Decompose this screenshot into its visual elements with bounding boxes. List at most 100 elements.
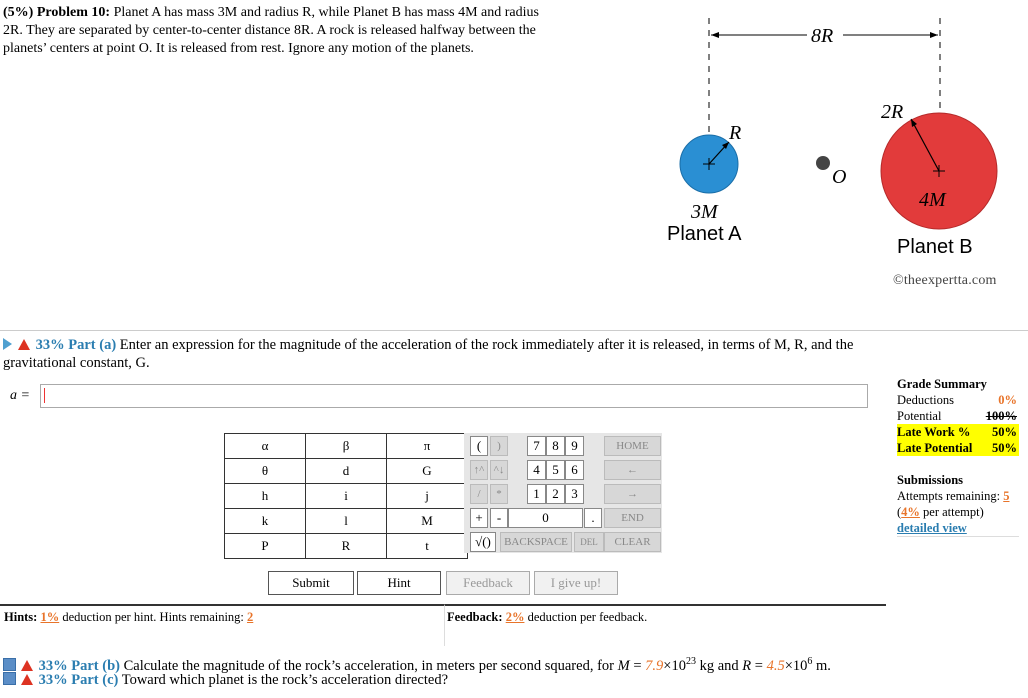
warning-icon (18, 339, 30, 350)
key-3[interactable]: 3 (565, 484, 584, 504)
part-a-prompt: 33% Part (a) Enter an expression for the… (3, 336, 1003, 372)
late-potential-label: Late Potential (897, 441, 973, 455)
key-8[interactable]: 8 (546, 436, 565, 456)
key-6[interactable]: 6 (565, 460, 584, 480)
problem-line-1: Planet A has mass 3M and radius R, while… (113, 5, 539, 20)
answer-input[interactable] (40, 384, 868, 408)
r-value: 4.5 (766, 657, 785, 674)
key-left-arrow[interactable]: ← (604, 460, 661, 480)
key-end[interactable]: END (604, 508, 661, 528)
submit-button[interactable]: Submit (268, 571, 354, 595)
deductions-value: 0% (998, 393, 1017, 407)
part-b-percent: 33% Part (b) (38, 657, 120, 674)
part-a-text-2: gravitational constant, G. (3, 355, 150, 371)
key-close-paren[interactable]: ) (490, 436, 508, 456)
key-M[interactable]: M (386, 508, 468, 534)
key-caret[interactable]: ^↓ (490, 460, 508, 480)
key-pi[interactable]: π (386, 433, 468, 459)
hints-bar: Hints: 1% deduction per hint. Hints rema… (0, 604, 444, 646)
part-b-prompt[interactable]: 33% Part (b) Calculate the magnitude of … (3, 653, 831, 675)
key-plus[interactable]: + (470, 508, 488, 528)
potential-value: 100% (985, 409, 1017, 423)
key-alpha[interactable]: α (224, 433, 306, 459)
key-backspace[interactable]: BACKSPACE (500, 532, 572, 552)
expand-box-icon[interactable] (3, 657, 16, 671)
part-a-percent: 33% Part (a) (35, 337, 117, 353)
problem-line-3: planets’ centers at point O. It is relea… (3, 41, 474, 56)
answer-label: a = (10, 388, 30, 403)
problem-statement: (5%) Problem 10: Planet A has mass 3M an… (3, 4, 643, 58)
part-c-prompt[interactable]: 33% Part (c) Toward which planet is the … (3, 671, 448, 689)
key-open-paren[interactable]: ( (470, 436, 488, 456)
attempts-value: 5 (1003, 489, 1010, 503)
key-0[interactable]: 0 (508, 508, 583, 528)
key-j[interactable]: j (386, 483, 468, 509)
key-minus[interactable]: - (490, 508, 508, 528)
per-attempt-row: (4% per attempt) (897, 505, 984, 519)
deductions-label: Deductions (897, 393, 954, 407)
key-multiply[interactable]: * (490, 484, 508, 504)
r-exponent: 6 (807, 656, 813, 667)
key-k[interactable]: k (224, 508, 306, 534)
key-del[interactable]: DEL (574, 532, 604, 552)
planets-diagram: 8R R 3M Planet A O 2R 4M Planet B (667, 18, 998, 258)
variable-keypad: α β π θ d G h i j k l M P R t (224, 433, 468, 559)
key-divide[interactable]: / (470, 484, 488, 504)
key-7[interactable]: 7 (527, 436, 546, 456)
key-l[interactable]: l (305, 508, 387, 534)
late-potential-row: Late Potential 50% (897, 440, 1019, 456)
detailed-view-link[interactable]: detailed view (897, 520, 1019, 537)
part-a-text: Enter an expression for the magnitude of… (119, 337, 854, 353)
hints-text: deduction per hint. Hints remaining: (62, 610, 244, 624)
hints-remaining: 2 (247, 610, 254, 624)
per-attempt-pct: 4% (901, 505, 920, 519)
key-i[interactable]: i (305, 483, 387, 509)
problem-points: (5%) (3, 5, 34, 20)
grade-summary-title: Grade Summary (897, 377, 987, 391)
hint-button[interactable]: Hint (357, 571, 441, 595)
key-dot[interactable]: . (584, 508, 602, 528)
key-h[interactable]: h (224, 483, 306, 509)
part-c-percent: 33% Part (c) (38, 672, 119, 688)
problem-line-2: 2R. They are separated by center-to-cent… (3, 23, 536, 38)
attempts-row: Attempts remaining: 5 (897, 488, 1019, 504)
feedback-label: Feedback: (447, 610, 503, 624)
radius-b-label: 2R (881, 101, 903, 123)
key-2[interactable]: 2 (546, 484, 565, 504)
key-R[interactable]: R (305, 533, 387, 559)
divider (0, 330, 1028, 331)
expand-triangle-icon[interactable] (3, 338, 12, 350)
feedback-button[interactable]: Feedback (446, 571, 530, 595)
expand-box-icon[interactable] (3, 672, 16, 685)
key-t[interactable]: t (386, 533, 468, 559)
distance-label: 8R (811, 25, 833, 47)
key-5[interactable]: 5 (546, 460, 565, 480)
key-beta[interactable]: β (305, 433, 387, 459)
key-up-caret[interactable]: ↑^ (470, 460, 488, 480)
deductions-row: Deductions 0% (897, 392, 1019, 408)
calculator-pad: ( ) ↑^ ^↓ / * + - √() 7 8 9 4 5 6 1 2 3 … (464, 433, 662, 553)
give-up-button[interactable]: I give up! (534, 571, 618, 595)
text-caret (44, 388, 45, 403)
copyright: ©theexpertta.com (893, 273, 997, 288)
key-9[interactable]: 9 (565, 436, 584, 456)
point-o-label: O (832, 166, 846, 188)
m-exponent: 23 (685, 656, 696, 667)
key-clear[interactable]: CLEAR (604, 532, 661, 552)
key-G[interactable]: G (386, 458, 468, 484)
key-right-arrow[interactable]: → (604, 484, 661, 504)
part-c-text: Toward which planet is the rock’s accele… (121, 672, 449, 688)
attempts-label: Attempts remaining: (897, 489, 1001, 503)
key-4[interactable]: 4 (527, 460, 546, 480)
key-sqrt[interactable]: √() (470, 532, 496, 552)
late-potential-value: 50% (992, 441, 1017, 455)
key-P[interactable]: P (224, 533, 306, 559)
key-home[interactable]: HOME (604, 436, 661, 456)
key-theta[interactable]: θ (224, 458, 306, 484)
key-d[interactable]: d (305, 458, 387, 484)
warning-icon (21, 674, 33, 685)
key-1[interactable]: 1 (527, 484, 546, 504)
problem-number: Problem 10: (36, 5, 111, 20)
